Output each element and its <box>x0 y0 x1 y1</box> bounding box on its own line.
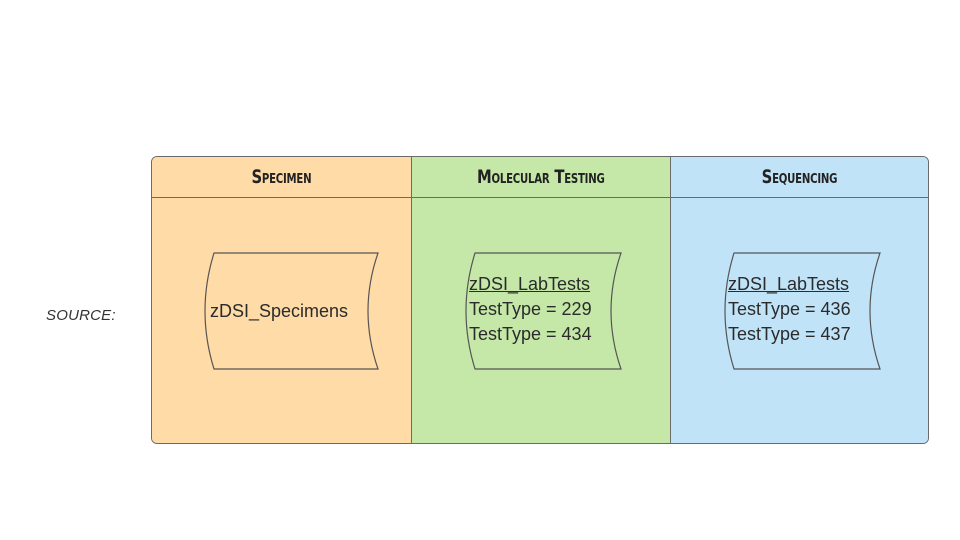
data-store-line: TestType = 434 <box>469 324 592 344</box>
data-store-name: zDSI_LabTests <box>728 274 850 294</box>
data-store-labtests-sequencing[interactable]: zDSI_LabTests TestType = 436 TestType = … <box>720 252 882 370</box>
source-label: SOURCE: <box>46 307 116 324</box>
data-store-shape <box>465 252 622 370</box>
lane-title-molecular-testing: Molecular Testing <box>477 166 605 188</box>
data-store-name: zDSI_LabTests <box>469 274 591 294</box>
lane-specimen: Specimen zDSI_Specimens <box>152 157 411 443</box>
lane-header-specimen: Specimen <box>152 157 411 198</box>
data-store-line: zDSI_Specimens <box>210 300 349 321</box>
lane-header-sequencing: Sequencing <box>671 157 928 198</box>
data-store-line: TestType = 436 <box>728 299 851 319</box>
data-store-line: TestType = 437 <box>728 324 851 344</box>
data-store-line: TestType = 229 <box>469 299 592 319</box>
lane-title-sequencing: Sequencing <box>761 166 838 188</box>
swimlane-board: Specimen zDSI_Specimens Molecular Testin… <box>151 156 929 444</box>
lane-title-specimen: Specimen <box>251 166 312 188</box>
lane-sequencing: Sequencing zDSI_LabTests TestType = 436 … <box>670 157 928 443</box>
lane-molecular-testing: Molecular Testing zDSI_LabTests TestType… <box>411 157 670 443</box>
lane-header-molecular-testing: Molecular Testing <box>412 157 670 198</box>
data-store-shape <box>724 252 881 370</box>
data-store-shape <box>204 252 379 370</box>
data-store-labtests-molecular[interactable]: zDSI_LabTests TestType = 229 TestType = … <box>461 252 623 370</box>
data-store-specimens[interactable]: zDSI_Specimens <box>200 252 380 370</box>
